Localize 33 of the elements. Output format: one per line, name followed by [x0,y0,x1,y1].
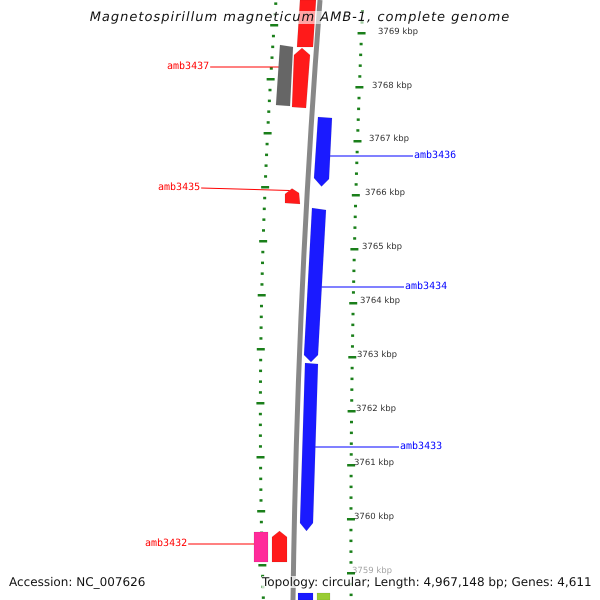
gene-feature [284,188,300,204]
gene-label: amb3432 [145,539,188,549]
tick-label: 3766 kbp [365,189,406,198]
footer-text: Accession: NC_007626 [9,576,146,588]
gene-block [298,592,314,600]
gene-label: amb3436 [414,151,456,161]
leader-line [314,446,400,448]
gene-feature [304,208,326,362]
gene-label: amb3435 [158,183,200,193]
tick-label: 3765 kbp [362,243,402,252]
gene-feature [272,530,288,562]
leader-line [210,66,280,68]
tick-label: 3761 kbp [354,459,394,468]
tick-label: 3763 kbp [357,351,398,360]
tick-label: 3762 kbp [356,405,396,414]
tick-label: 3759 kbp [352,567,392,576]
gene-block [276,44,294,106]
gene-label: amb3434 [405,282,448,292]
footer-text: Topology: circular; Length: 4,967,148 bp; Genes: 4,611 [262,576,592,588]
tick-label: 3760 kbp [354,513,394,522]
gene-label: amb3437 [167,62,210,72]
gene-block [254,532,268,562]
tick-label: 3769 kbp [378,28,418,36]
gene-feature [292,48,310,108]
leader-line [321,286,404,288]
gene-block [316,592,330,600]
tick-label: 3764 kbp [360,297,400,306]
tick-label: 3768 kbp [372,82,412,90]
leader-line [200,188,290,191]
tick-label: 3767 kbp [369,135,410,144]
gene-feature [300,362,318,532]
gene-feature [314,116,332,187]
gene-label: amb3433 [400,442,442,452]
